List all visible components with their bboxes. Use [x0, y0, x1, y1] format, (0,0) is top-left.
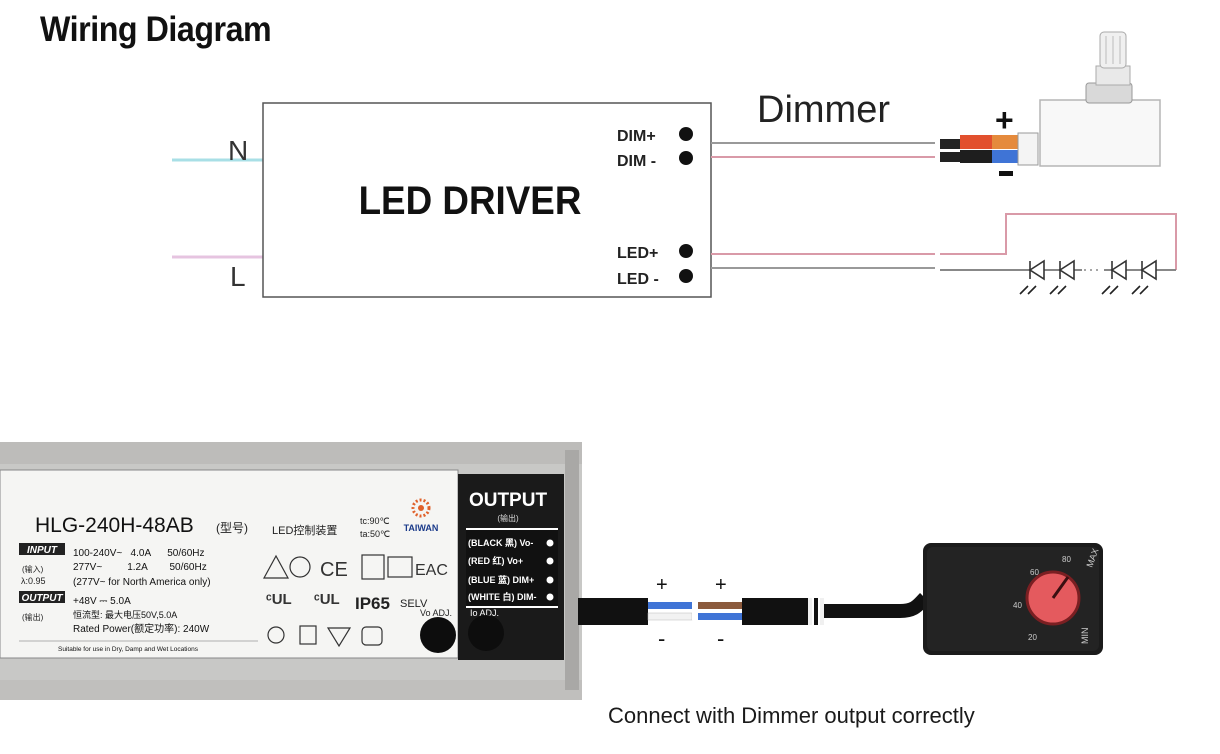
live-label: L — [230, 261, 246, 292]
led-driver-box — [262, 102, 712, 298]
vo-adj-label: Vo ADJ. — [420, 608, 452, 618]
svg-text:EAC: EAC — [415, 562, 448, 579]
input-line-1: 100-240V~ 4.0A 50/60Hz — [73, 548, 204, 559]
terminal-dot-dim-plus — [679, 127, 693, 141]
out-dot-red — [546, 557, 554, 565]
knob-mark-80: 80 — [1062, 555, 1071, 564]
out-dot-white — [546, 593, 554, 601]
rated-power: Rated Power(额定功率): 240W — [73, 622, 210, 635]
output-cable — [578, 593, 931, 625]
io-adj-label: Io ADJ. — [470, 608, 499, 618]
model-note: (型号) — [216, 521, 248, 535]
knob-mark-60: 60 — [1030, 568, 1039, 577]
input-tag-bg — [19, 543, 65, 555]
taiwan-logo — [411, 498, 431, 518]
dimmer-label: Dimmer — [757, 89, 890, 131]
input-line-3: (277V~ for North America only) — [73, 577, 211, 588]
output-tag: OUTPUT — [21, 593, 63, 604]
cable-minus-1: - — [658, 626, 665, 651]
led-string-return — [940, 213, 1177, 270]
output-cn: (输出) — [22, 612, 44, 622]
output-line-2: 恒流型: 最大电压50V,5.0A — [73, 609, 177, 620]
terminal-dim-minus: DIM - — [617, 153, 656, 170]
out-row-black: (BLACK 黑) Vo- — [468, 538, 533, 548]
taiwan-brand: TAIWAN — [404, 523, 439, 533]
output-panel-title-cn: (输出) — [497, 513, 519, 523]
out-row-white: (WHITE 白) DIM- — [468, 591, 537, 602]
driver-label-panel — [0, 469, 459, 659]
io-adj-pot[interactable] — [468, 615, 504, 651]
selv-mark: SELV — [400, 598, 428, 610]
svg-text:CE: CE — [320, 559, 348, 581]
diagram-title: Wiring Diagram — [40, 10, 272, 49]
certification-marks: CE EAC ᶜUL ᶜUL — [262, 554, 448, 648]
terminal-dot-led-minus — [679, 269, 693, 283]
out-row-blue: (BLUE 蓝) DIM+ — [468, 574, 534, 585]
knob-pointer — [1051, 576, 1070, 599]
output-tag-bg — [19, 591, 65, 603]
knob-mark-min: MIN — [1080, 628, 1090, 645]
terminal-dot-dim-minus — [679, 151, 693, 165]
led-driver-label: LED DRIVER — [359, 179, 582, 224]
dimmer-device — [940, 31, 1161, 167]
svg-text:ᶜUL: ᶜUL — [266, 591, 292, 608]
tc-rating: tc:90℃ — [360, 516, 390, 526]
cable-plus-1: + — [656, 574, 668, 596]
terminal-led-minus: LED - — [617, 271, 659, 288]
input-tag: INPUT — [27, 545, 58, 556]
cable-plus-2: + — [715, 574, 727, 596]
caption: Connect with Dimmer output correctly — [608, 703, 975, 728]
terminal-dot-led-plus — [679, 244, 693, 258]
led-diode-icons — [1019, 259, 1157, 295]
out-row-red: (RED 红) Vo+ — [468, 555, 523, 566]
dimmer-minus-sign — [999, 171, 1013, 176]
terminal-led-plus: LED+ — [617, 245, 658, 262]
knob-mark-20: 20 — [1028, 633, 1037, 642]
ta-rating: ta:50℃ — [360, 529, 390, 539]
neutral-label: N — [228, 135, 248, 166]
svg-text:ᶜUL: ᶜUL — [314, 591, 340, 608]
ip-rating: IP65 — [355, 594, 390, 613]
knob-mark-40: 40 — [1013, 601, 1022, 610]
input-cn: (输入) — [22, 564, 44, 574]
out-dot-blue — [546, 576, 554, 584]
model-number: HLG-240H-48AB — [35, 514, 194, 537]
suitable-note: Suitable for use in Dry, Damp and Wet Lo… — [58, 646, 199, 653]
led-driver-cn: LED控制装置 — [272, 523, 337, 537]
cable-minus-2: - — [717, 626, 724, 651]
output-rows-bg — [466, 530, 558, 606]
input-line-2: 277V~ 1.2A 50/60Hz — [73, 562, 207, 573]
dimmer-plus-sign: + — [995, 102, 1014, 138]
terminal-dim-plus: DIM+ — [617, 128, 656, 145]
output-line-1: +48V ⎓ 5.0A — [73, 596, 131, 607]
output-panel-title: OUTPUT — [469, 490, 548, 511]
out-dot-black — [546, 539, 554, 547]
vo-adj-pot[interactable] — [420, 617, 456, 653]
power-factor: λ:0.95 — [21, 576, 46, 586]
